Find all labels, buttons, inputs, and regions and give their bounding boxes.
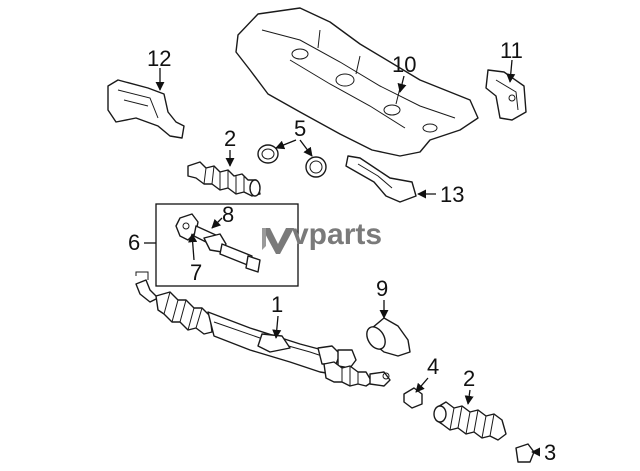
cap-part: [403, 387, 423, 409]
callout-10: 10: [392, 52, 416, 77]
callout-7: 7: [190, 260, 202, 285]
callouts: 1 2 2 3 4 5 6 7 8 9 10 11 12 13: [128, 38, 556, 465]
mount-bracket-part: [345, 155, 417, 203]
crossmember-part: [235, 7, 479, 157]
leader-5a: [275, 139, 297, 150]
heat-shield-part: [107, 79, 185, 139]
tie-rod-group-box: [155, 203, 299, 287]
steering-rack-part: [135, 279, 391, 387]
callout-3: 3: [544, 440, 556, 465]
leader-2b: [464, 389, 474, 405]
callout-2-upper: 2: [224, 126, 236, 151]
callout-6: 6: [128, 230, 140, 255]
vparts-logo-mark-icon: [262, 228, 294, 254]
inner-tie-rod-part: [175, 213, 261, 273]
right-bracket-part: [485, 69, 527, 121]
callout-2-lower: 2: [463, 366, 475, 391]
leader-8: [211, 217, 223, 229]
leader-1: [272, 315, 282, 339]
leader-10: [397, 75, 407, 93]
leader-11: [506, 59, 516, 83]
vparts-watermark-logo: vparts: [262, 218, 382, 254]
callout-8: 8: [222, 202, 234, 227]
callout-4: 4: [427, 354, 439, 379]
leader-1-left-bracket: [135, 271, 149, 280]
leader-4: [415, 377, 429, 393]
callout-11: 11: [500, 38, 523, 63]
callout-13: 13: [440, 182, 464, 207]
callout-9: 9: [376, 276, 388, 301]
callout-5: 5: [294, 116, 306, 141]
dust-boot-part: [366, 317, 411, 357]
clamp-part: [515, 443, 535, 463]
callout-1: 1: [271, 292, 283, 317]
leader-lines: [135, 59, 541, 457]
leader-7: [188, 233, 198, 261]
o-ring-lower: [305, 156, 327, 178]
callout-12: 12: [147, 46, 171, 71]
watermark-text: vparts: [292, 218, 382, 251]
leader-5b: [299, 139, 313, 157]
boot-upper-part: [187, 161, 261, 197]
o-ring-upper: [257, 144, 279, 164]
boot-lower-part: [433, 401, 507, 441]
